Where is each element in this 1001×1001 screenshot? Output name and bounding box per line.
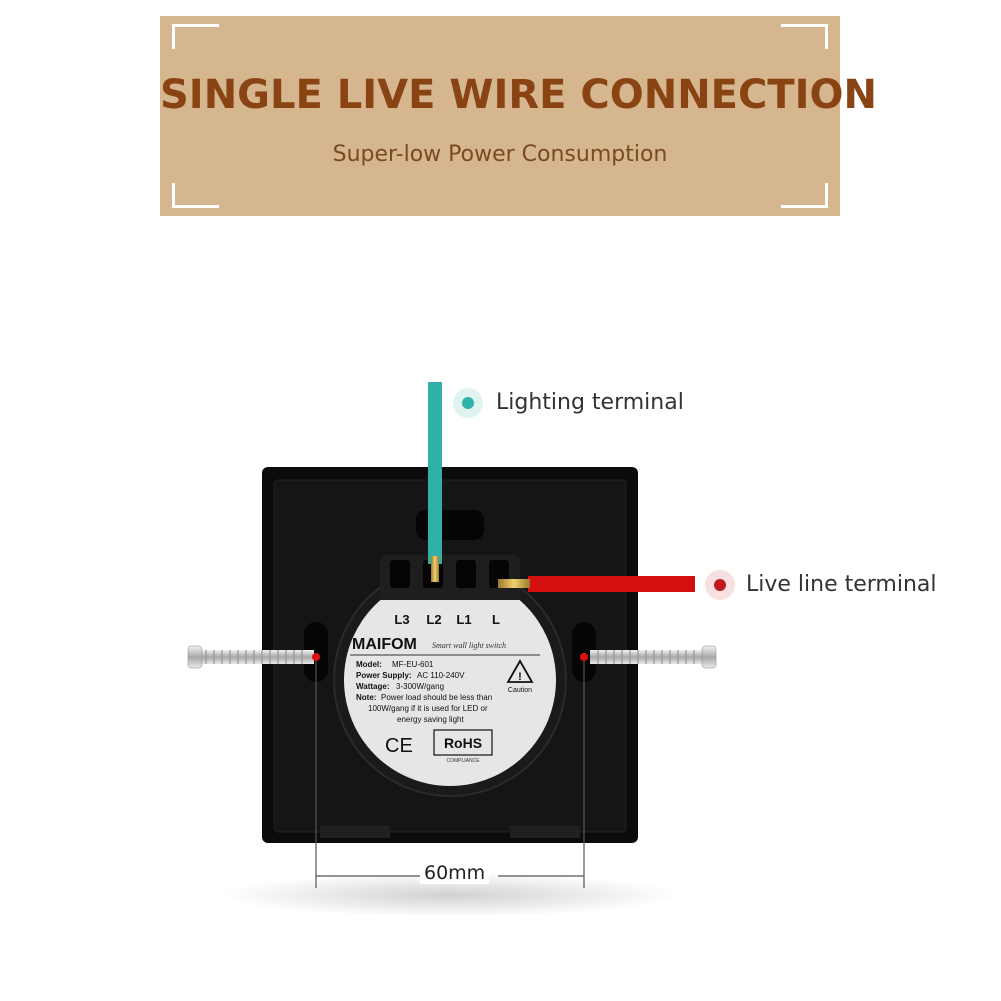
floor-shadow xyxy=(220,873,680,917)
wattage-value: 3-300W/gang xyxy=(396,682,444,691)
note-label: Note: xyxy=(356,693,376,702)
live-callout-dot xyxy=(714,579,726,591)
corner-bracket xyxy=(781,24,828,49)
panel-notch xyxy=(320,826,390,838)
panel-notch xyxy=(510,826,580,838)
banner-title: SINGLE LIVE WIRE CONNECTION xyxy=(160,72,878,118)
live-wire xyxy=(528,576,695,592)
live-line-terminal-label: Live line terminal xyxy=(746,572,937,597)
screw-center-marker xyxy=(312,653,320,661)
screw-center-marker xyxy=(580,653,588,661)
caution-icon xyxy=(506,659,534,683)
right-screw xyxy=(590,645,717,669)
banner-subtitle: Super-low Power Consumption xyxy=(332,142,668,167)
terminal-label-l2: L2 xyxy=(426,612,441,627)
rohs-text: RoHS xyxy=(444,735,482,751)
note-line: 100W/gang if it is used for LED or xyxy=(368,704,488,713)
rohs-badge xyxy=(433,729,493,756)
terminal-hole xyxy=(390,560,410,588)
lighting-wire-core xyxy=(431,556,439,582)
lighting-terminal-label: Lighting terminal xyxy=(496,390,684,415)
mounting-slot xyxy=(304,622,328,682)
ce-mark-icon: CE xyxy=(385,735,413,757)
model-label: Model: xyxy=(356,660,382,669)
model-value: MF-EU-601 xyxy=(392,660,434,669)
left-screw xyxy=(187,645,314,669)
label-plate xyxy=(344,600,556,786)
power-label: Power Supply: xyxy=(356,671,412,680)
caution-icon-mark: ! xyxy=(518,671,522,683)
terminal-hole xyxy=(456,560,476,588)
terminal-block xyxy=(380,555,520,600)
caution-text: Caution xyxy=(508,687,532,694)
lighting-callout-dot xyxy=(462,397,474,409)
panel-slot xyxy=(416,510,484,540)
wattage-label: Wattage: xyxy=(356,682,389,691)
power-value: AC 110-240V xyxy=(417,671,465,680)
note-line: Power load should be less than xyxy=(381,693,492,702)
mounting-slot xyxy=(572,622,596,682)
dimension-label: 60mm xyxy=(420,862,490,884)
note-line: energy saving light xyxy=(397,715,464,724)
corner-bracket xyxy=(172,183,219,208)
corner-bracket xyxy=(172,24,219,49)
corner-bracket xyxy=(781,183,828,208)
brand-name: MAIFOM xyxy=(352,636,417,653)
terminal-label-l: L xyxy=(492,612,500,627)
terminal-label-l3: L3 xyxy=(394,612,409,627)
header-banner: SINGLE LIVE WIRE CONNECTION Super-low Po… xyxy=(160,16,878,216)
rohs-subtext: COMPLIANCE xyxy=(446,758,480,764)
brand-tagline: Smart wall light switch xyxy=(432,641,506,650)
lighting-wire xyxy=(428,382,442,564)
terminal-label-l1: L1 xyxy=(456,612,471,627)
live-wire-core xyxy=(498,579,530,588)
